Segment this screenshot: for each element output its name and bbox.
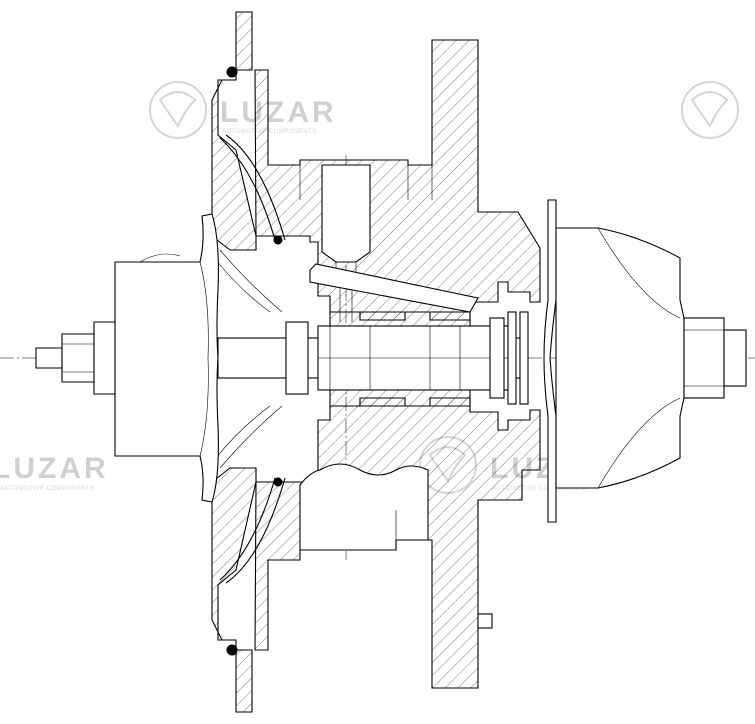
locating-pin [477, 613, 493, 629]
heat-shield-curve [219, 477, 276, 581]
piston-ring-seal [507, 311, 517, 405]
heat-shield-curve [219, 249, 283, 313]
turbine-backplate-lower [211, 467, 257, 713]
compressor-blade-profile [597, 227, 681, 489]
turbine-backplate-upper [211, 11, 257, 251]
watermark-top-left: LUZAR AUTOMOTIVE COMPONENTS [149, 81, 337, 139]
heat-shield-curve [225, 134, 286, 241]
bearing-housing [254, 39, 541, 321]
heat-shield-curve [215, 405, 271, 459]
compressor-hub [683, 317, 725, 399]
o-ring-seal [273, 235, 283, 245]
housing-detail-line [299, 160, 409, 200]
compressor-hub-line [684, 329, 724, 387]
o-ring-seal [273, 477, 283, 487]
watermark-brand-text: LUZAR [220, 96, 337, 129]
turbine-wheel-hub-line [199, 261, 209, 457]
bearing-housing-lower [254, 397, 541, 689]
watermark-tagline-text: AUTOMOTIVE COMPONENTS [222, 129, 317, 135]
turbine-blade-edge [139, 253, 181, 263]
turbine-side-seal [285, 321, 309, 395]
heat-shield-curve [219, 405, 283, 469]
journal-bearing-upper [329, 311, 471, 327]
watermark-brand-text: LUZAR [0, 452, 109, 485]
compressor-wheel [555, 227, 685, 489]
turbine-shaft-end [35, 347, 63, 369]
angled-oil-gallery [309, 263, 479, 313]
compressor-backplate [543, 199, 557, 523]
watermark-middle-left: LUZAR AUTOMOTIVE COMPONENTS [0, 452, 109, 492]
compressor-nut [723, 329, 747, 387]
watermark-tagline-text: AUTOMOTIVE COMPONENTS [492, 486, 587, 492]
watermark-tagline-text: AUTOMOTIVE COMPONENTS [0, 486, 95, 492]
journal-bearing-lower [329, 389, 471, 407]
o-ring-seal [226, 66, 238, 78]
heat-shield-curve [219, 137, 276, 241]
oil-inlet-bore [321, 164, 371, 263]
thrust-collar [489, 317, 505, 399]
turbine-wheel [114, 213, 219, 503]
nut-thread-line [62, 343, 94, 373]
watermark-top-right [681, 81, 739, 139]
heat-shield-curve [225, 477, 286, 584]
turbine-shaft-tip [61, 333, 95, 383]
turbine-shaft-nut [93, 321, 116, 395]
heat-shield-curve [215, 259, 271, 313]
o-ring-seal [226, 644, 238, 656]
housing-detail-line [299, 510, 397, 550]
piston-ring-seal [519, 311, 529, 405]
oil-drain-cavity [299, 463, 429, 551]
